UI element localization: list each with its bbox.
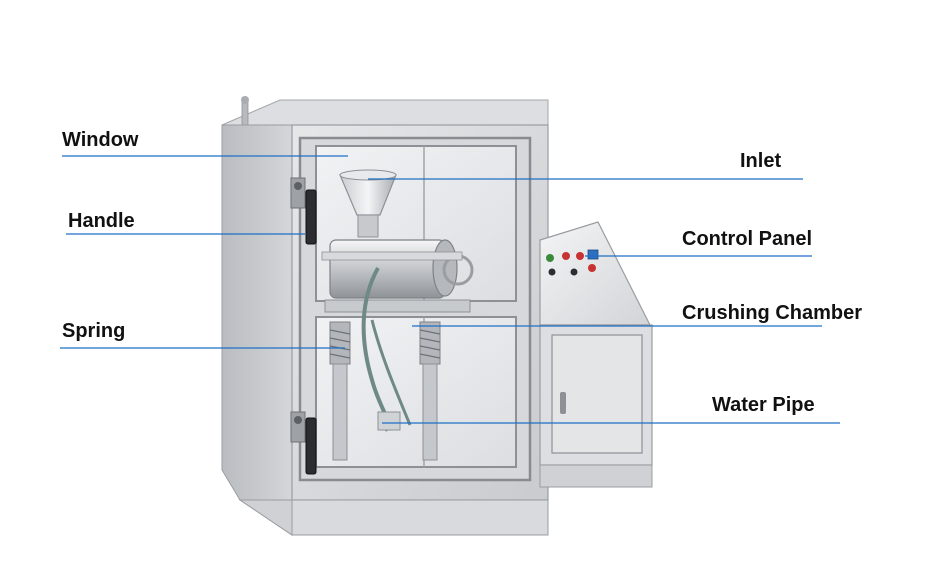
label-inlet: Inlet [740, 150, 782, 172]
crushing-chamber-drum [321, 239, 474, 313]
label-window: Window [62, 129, 139, 151]
label-control-panel: Control Panel [682, 228, 813, 250]
door-handles [290, 177, 317, 475]
label-spring: Spring [62, 320, 126, 342]
label-water-pipe: Water Pipe [712, 394, 815, 416]
inlet-hopper [339, 169, 397, 238]
label-crushing-chamber: Crushing Chamber [682, 302, 863, 324]
water-pipe [361, 267, 412, 432]
leader-lines [60, 155, 840, 424]
control-cabinet [539, 221, 653, 488]
label-handle: Handle [68, 210, 135, 232]
springs [329, 321, 441, 461]
